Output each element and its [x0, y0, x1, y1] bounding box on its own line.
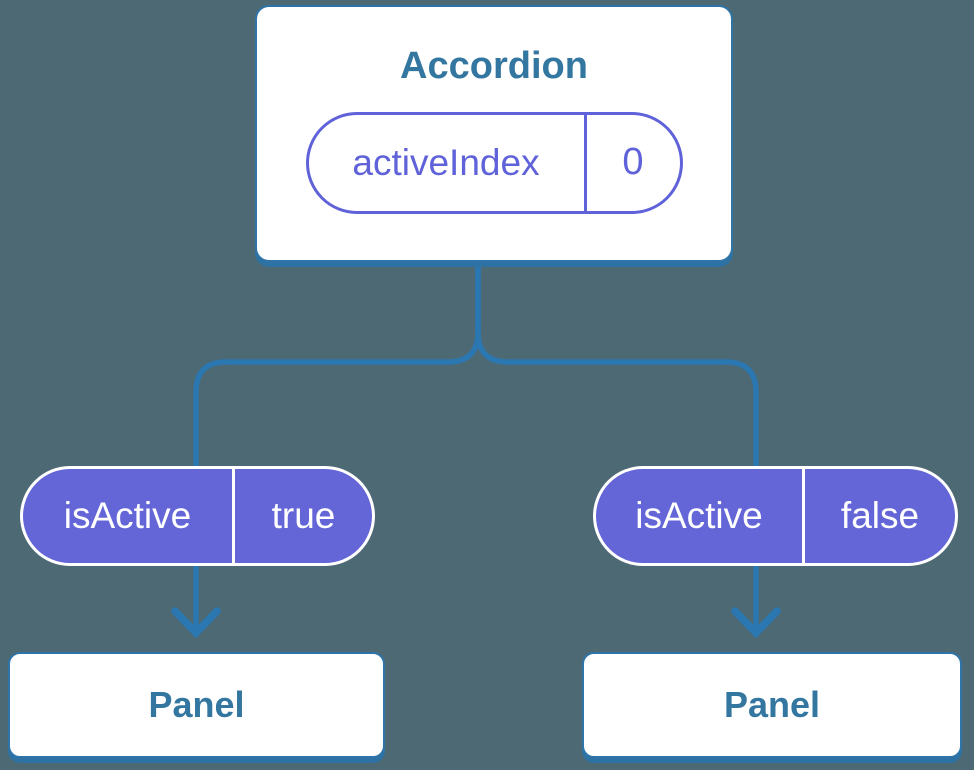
- arrow-down-icon: [731, 607, 781, 639]
- prop-pill-name: isActive: [63, 495, 192, 536]
- panel-node-title: Panel: [723, 684, 821, 725]
- state-pill-value: 0: [583, 114, 680, 211]
- panel-node-title: Panel: [148, 684, 245, 725]
- connector-right-branch: [475, 260, 759, 628]
- accordion-node-card: Accordion activeIndex 0: [255, 5, 733, 262]
- prop-pill-isactive-true: isActive true: [20, 466, 375, 566]
- arrow-down-icon: [171, 607, 221, 639]
- state-pill-name: activeIndex: [352, 141, 540, 183]
- state-pill-activeindex: activeIndex 0: [305, 111, 683, 214]
- prop-pill-name: isActive: [635, 495, 763, 536]
- accordion-node-title: Accordion: [400, 45, 588, 87]
- prop-pill-value: true: [232, 469, 372, 563]
- prop-pill-isactive-false: isActive false: [593, 466, 958, 566]
- panel-node-card-right: Panel: [582, 652, 962, 758]
- panel-node-card-left: Panel: [8, 652, 385, 758]
- connector-left-branch: [193, 260, 481, 628]
- prop-pill-value: false: [802, 469, 955, 563]
